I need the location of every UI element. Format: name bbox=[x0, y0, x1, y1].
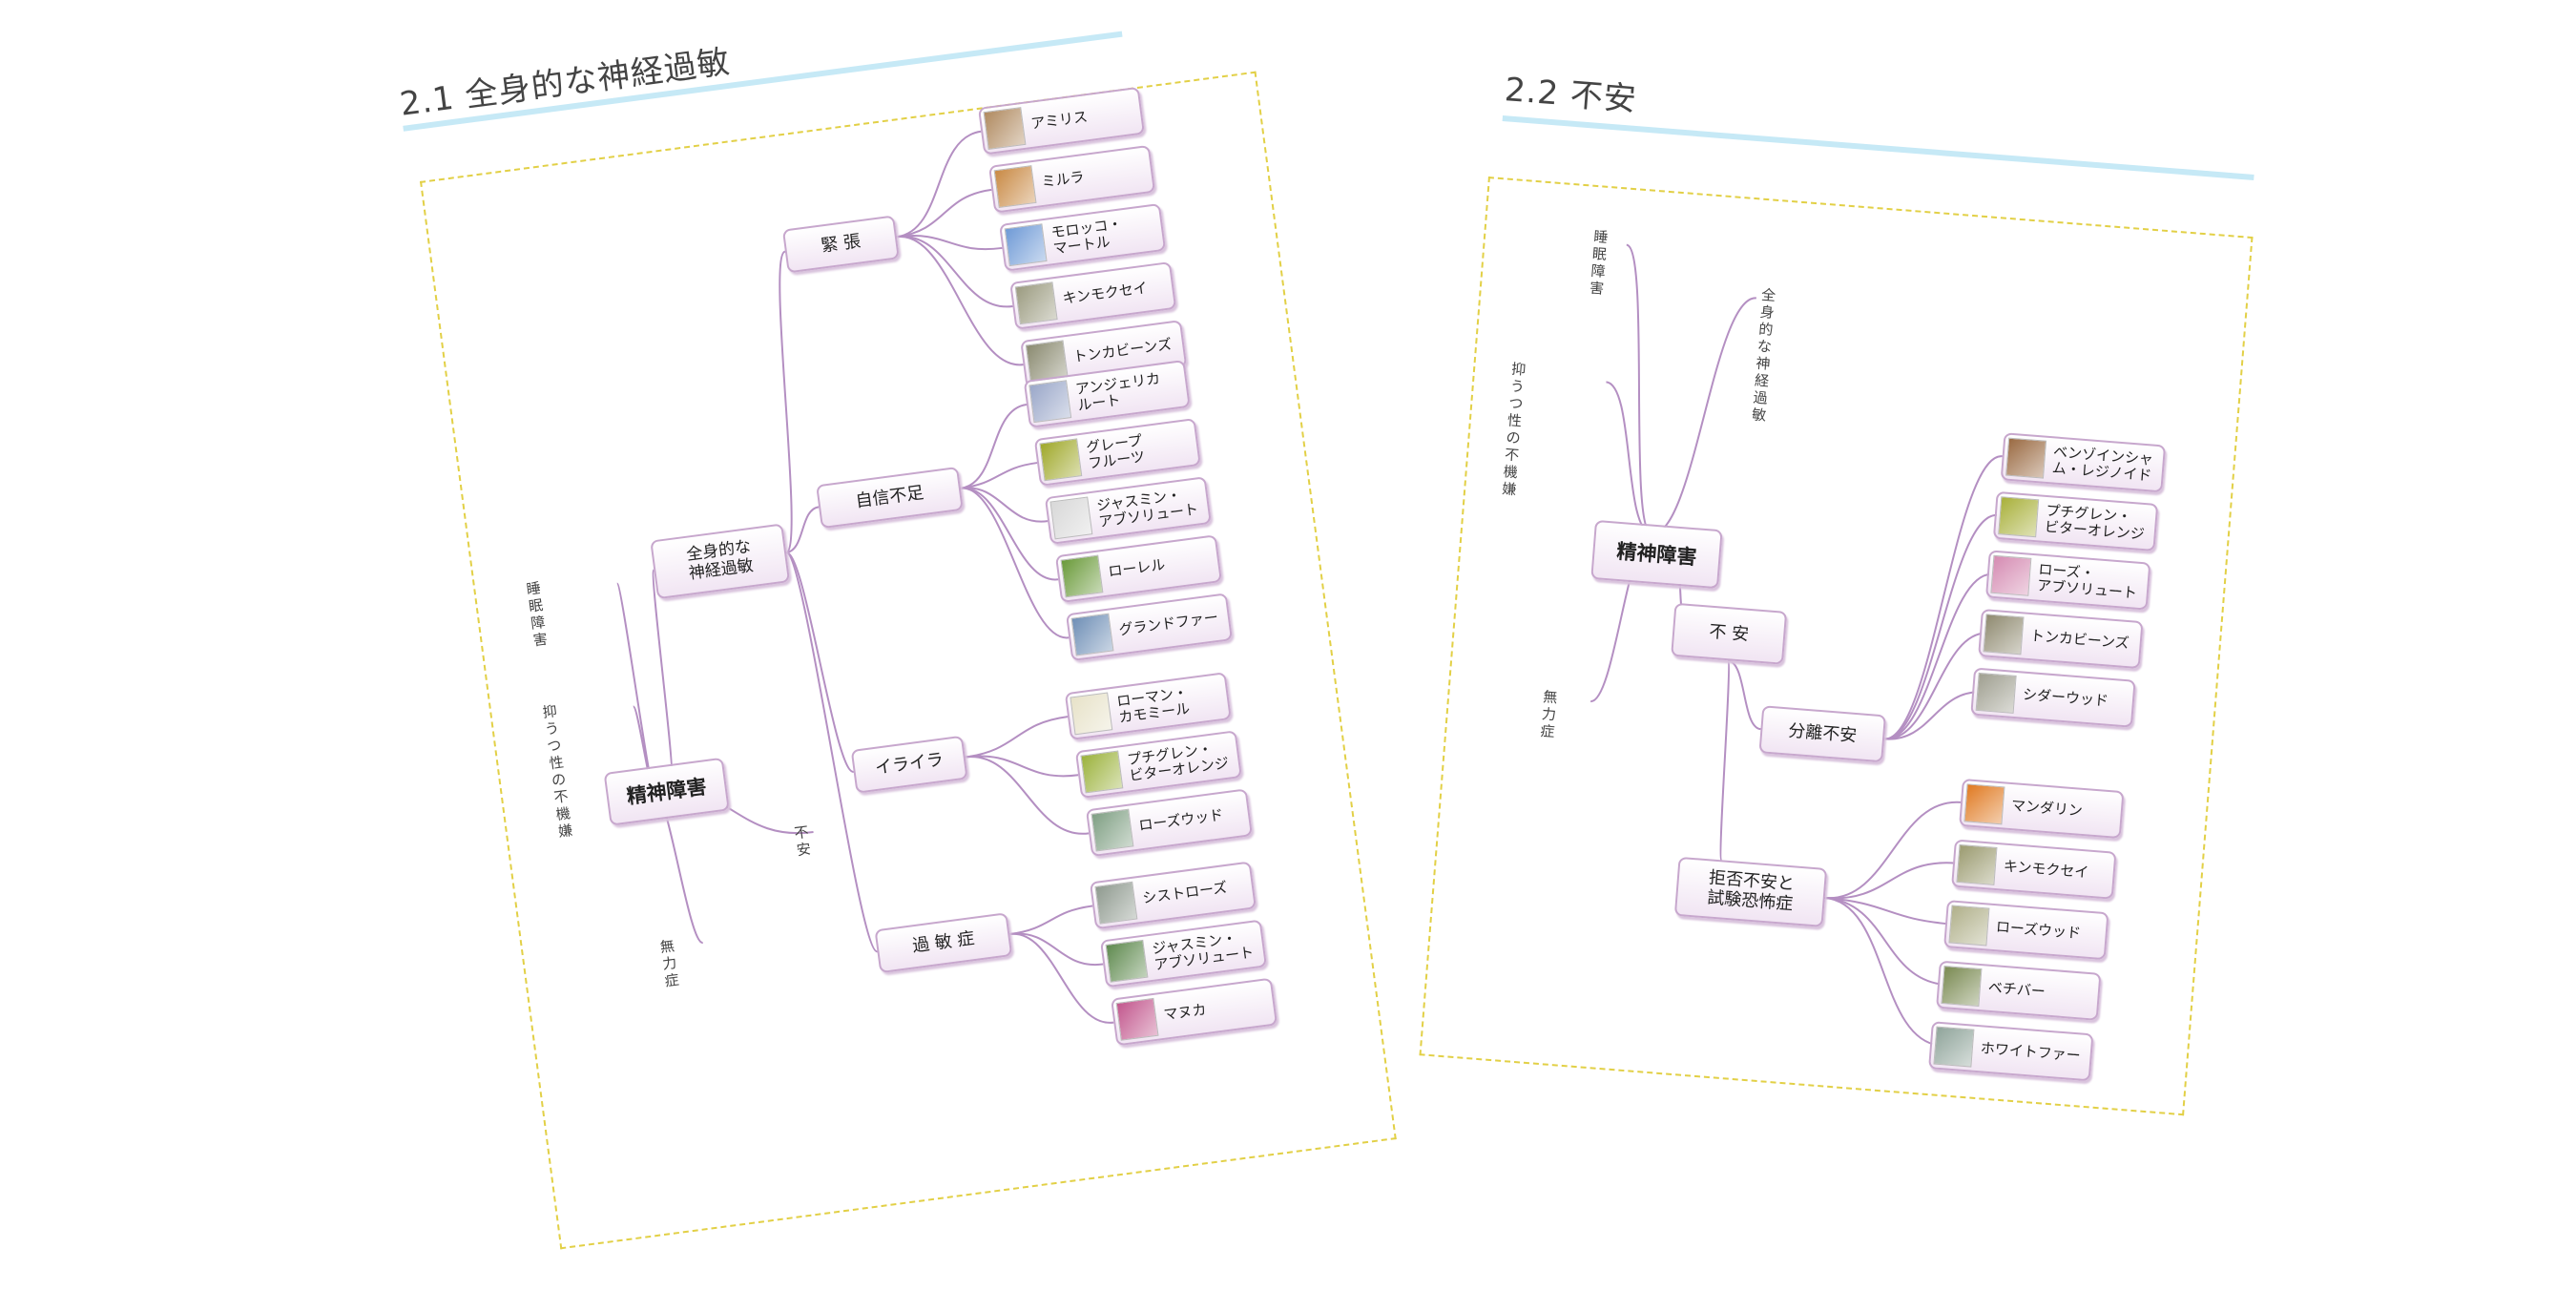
connector-line bbox=[1824, 801, 1962, 900]
category-rejection-anxiety[interactable]: 拒否不安と 試験恐怖症 bbox=[1673, 856, 1828, 927]
connector-line bbox=[1883, 691, 1984, 740]
plant-photo-icon bbox=[983, 107, 1027, 150]
connector-line bbox=[785, 551, 855, 773]
connector-line bbox=[1009, 905, 1093, 936]
plant-photo-icon bbox=[1941, 966, 1983, 1008]
connector-line bbox=[965, 756, 1090, 835]
connector-line bbox=[960, 487, 1059, 581]
connector-line bbox=[1824, 862, 1957, 900]
connector-line bbox=[896, 130, 982, 239]
connector-line bbox=[896, 236, 1013, 308]
plant-photo-icon bbox=[1963, 783, 2005, 825]
category-separation-anxiety[interactable]: 分離不安 bbox=[1758, 705, 1886, 763]
root-node[interactable]: 精神障害 bbox=[1590, 519, 1723, 590]
leaf-label: モロッコ・ マートル bbox=[1049, 215, 1124, 258]
leaf-label: ホワイトファー bbox=[1980, 1039, 2082, 1065]
connector-line bbox=[960, 487, 1049, 523]
connector-line bbox=[652, 569, 673, 775]
leaf-label: キンモクセイ bbox=[1061, 279, 1149, 308]
connector-line bbox=[1009, 933, 1114, 1024]
leaf-label: シダーウッド bbox=[2022, 686, 2109, 711]
connector-line bbox=[896, 235, 1003, 251]
plant-photo-icon bbox=[1990, 554, 2032, 596]
leaf-label: ジャスミン・ アブソリュート bbox=[1151, 928, 1256, 974]
leaf-label: アミリス bbox=[1029, 108, 1090, 134]
plant-photo-icon bbox=[1094, 881, 1138, 925]
leaf-label: ミルラ bbox=[1040, 168, 1086, 192]
plant-photo-icon bbox=[1049, 496, 1093, 540]
plant-photo-icon bbox=[1028, 380, 1072, 424]
connector-line bbox=[779, 250, 793, 554]
connector-line bbox=[1652, 297, 1756, 535]
connector-line bbox=[1009, 932, 1104, 967]
plant-photo-icon bbox=[1014, 281, 1058, 325]
section-heading-2-2: 2.2 不安 bbox=[1503, 71, 1639, 119]
leaf-label: ローマン・ カモミール bbox=[1115, 683, 1192, 727]
plant-photo-icon bbox=[1975, 672, 2017, 714]
plant-photo-icon bbox=[993, 165, 1037, 209]
plant-photo-icon bbox=[1080, 750, 1124, 794]
leaf-label: ベチバー bbox=[1987, 979, 2046, 1001]
connector-line bbox=[1824, 897, 1947, 987]
plant-photo-icon bbox=[1039, 438, 1083, 482]
plant-photo-icon bbox=[1998, 496, 2040, 538]
plant-photo-icon bbox=[1105, 939, 1149, 983]
connector-line bbox=[960, 487, 1070, 639]
leaf-label: ローズウッド bbox=[1995, 918, 2082, 943]
plant-photo-icon bbox=[1091, 808, 1134, 852]
leaf-label: ローズウッド bbox=[1137, 806, 1225, 835]
leaf-label: マンダリン bbox=[2010, 797, 2084, 821]
leaf-label: マヌカ bbox=[1162, 1001, 1208, 1024]
plant-photo-icon bbox=[1070, 613, 1114, 656]
leaf-label: ベンゾインシャ ム・レジノイド bbox=[2051, 443, 2154, 485]
connector-line bbox=[1883, 572, 1994, 740]
plant-photo-icon bbox=[1115, 997, 1159, 1041]
connector-line bbox=[1883, 632, 1989, 740]
section-heading-2-1: 2.1 全身的な神経過敏 bbox=[397, 42, 733, 124]
plant-photo-icon bbox=[1948, 905, 1990, 947]
plant-photo-icon bbox=[1983, 614, 2025, 655]
leaf-label: プチグレン・ ビターオレンジ bbox=[2044, 501, 2146, 544]
leaf-label: トンカビーンズ bbox=[2029, 627, 2130, 653]
main-node-anxiety[interactable]: 不 安 bbox=[1671, 602, 1788, 665]
leaf-label: キンモクセイ bbox=[2003, 857, 2089, 882]
connector-line bbox=[960, 403, 1028, 489]
leaf-label: シストローズ bbox=[1141, 879, 1229, 907]
connector-line bbox=[965, 716, 1069, 759]
leaf-label: プチグレン・ ビターオレンジ bbox=[1126, 739, 1231, 785]
connector-line bbox=[896, 188, 992, 239]
connector-line bbox=[1883, 455, 2003, 740]
plant-photo-icon bbox=[2005, 437, 2047, 479]
connector-lines bbox=[615, 130, 1114, 1024]
connector-line bbox=[785, 506, 820, 554]
plant-photo-icon bbox=[1060, 554, 1104, 598]
leaf-label: ジャスミン・ アブソリュート bbox=[1095, 486, 1199, 531]
leaf-label: グランドファー bbox=[1117, 609, 1220, 639]
leaf-label: ローズ・ アブソリュート bbox=[2036, 560, 2138, 602]
leaf-label: トンカビーンズ bbox=[1071, 336, 1174, 366]
connector-line bbox=[896, 236, 1024, 366]
heading-underline bbox=[1502, 114, 2254, 180]
plant-photo-icon bbox=[1004, 223, 1048, 267]
connector-line bbox=[1824, 897, 1952, 926]
leaf-label: アンジェリカ ルート bbox=[1074, 369, 1162, 414]
connector-line bbox=[1626, 243, 1652, 535]
plant-photo-icon bbox=[1933, 1026, 1975, 1068]
connector-line bbox=[785, 551, 879, 953]
connector-line bbox=[960, 462, 1038, 489]
connector-line bbox=[1719, 659, 1730, 862]
leaf-label: グレープ フルーツ bbox=[1085, 431, 1147, 473]
connector-line bbox=[1824, 897, 1942, 1048]
connector-line bbox=[1727, 659, 1761, 731]
connector-lines bbox=[1589, 243, 2003, 1048]
connector-line bbox=[615, 582, 655, 792]
connector-line bbox=[965, 755, 1079, 778]
connector-line bbox=[1606, 381, 1652, 535]
plant-photo-icon bbox=[1956, 843, 1998, 885]
connector-line bbox=[1883, 513, 1998, 740]
plant-photo-icon bbox=[1070, 692, 1113, 736]
leaf-label: ローレル bbox=[1107, 555, 1167, 581]
